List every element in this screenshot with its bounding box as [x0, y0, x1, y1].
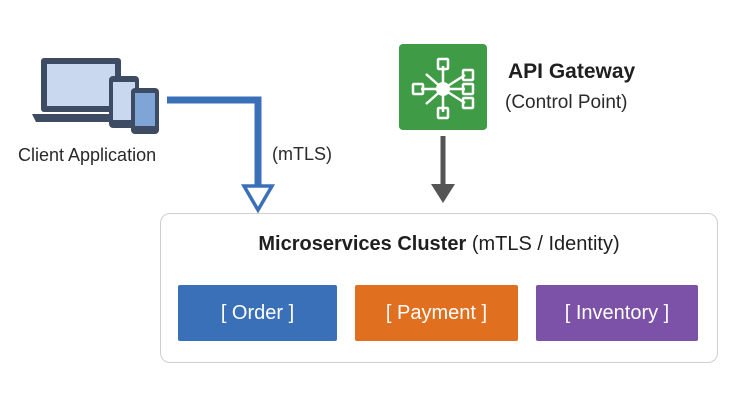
mtls-link-label: (mTLS): [272, 144, 332, 164]
client-link-arrowhead: [240, 184, 276, 214]
api-gateway-box: [399, 44, 487, 130]
api-gateway-title: API Gateway: [508, 60, 636, 83]
api-gateway-subtitle: (Control Point): [505, 92, 628, 113]
gateway-arrowhead: [431, 184, 455, 203]
client-link-line: [167, 96, 262, 186]
service-payment: [ Payment ]: [355, 285, 518, 341]
service-inventory: [ Inventory ]: [536, 285, 698, 341]
service-order: [ Order ]: [178, 285, 337, 341]
cluster-title: Microservices Cluster (mTLS / Identity): [160, 233, 718, 256]
network-hub-icon: [411, 57, 475, 120]
client-application-label: Client Application: [18, 145, 157, 165]
laptop-devices-icon: [32, 58, 159, 134]
cluster-title-main: Microservices Cluster: [258, 233, 467, 255]
cluster-title-qualifier: (mTLS / Identity): [471, 233, 620, 255]
